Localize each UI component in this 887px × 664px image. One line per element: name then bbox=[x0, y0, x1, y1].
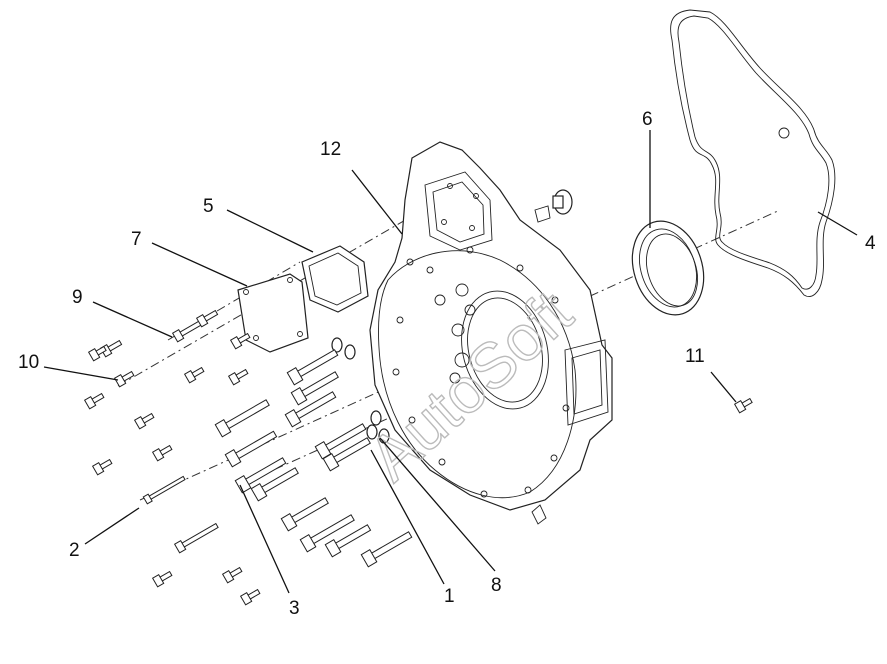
bolt bbox=[324, 524, 372, 558]
bolt bbox=[284, 391, 337, 428]
oil-seal-part-6 bbox=[631, 220, 705, 316]
bolt bbox=[195, 309, 219, 328]
bolt bbox=[214, 399, 270, 438]
flywheel-housing bbox=[369, 141, 613, 525]
callout-3: 3 bbox=[289, 598, 300, 619]
bolt bbox=[299, 514, 355, 553]
bolt bbox=[113, 370, 135, 388]
bolt bbox=[280, 497, 329, 532]
bolt bbox=[142, 475, 186, 505]
bolt bbox=[360, 531, 413, 568]
callout-5: 5 bbox=[203, 196, 214, 217]
gasket-part-5 bbox=[301, 245, 369, 313]
callout-7: 7 bbox=[131, 229, 142, 250]
bolt bbox=[229, 332, 251, 350]
callout-8: 8 bbox=[491, 575, 502, 596]
bolt bbox=[151, 444, 173, 462]
bolt bbox=[227, 368, 249, 386]
bolt bbox=[173, 522, 219, 554]
bolt bbox=[91, 458, 113, 476]
plug-fitting bbox=[534, 189, 573, 223]
bolt bbox=[87, 345, 107, 362]
bolt bbox=[151, 570, 173, 588]
bolt bbox=[171, 318, 205, 343]
bolt bbox=[733, 397, 753, 414]
callout-4: 4 bbox=[865, 233, 876, 254]
washers-part-8 bbox=[331, 337, 390, 444]
bolt bbox=[322, 437, 371, 472]
bolt bbox=[221, 566, 243, 584]
cover-plate-part-7 bbox=[237, 273, 309, 353]
bolt bbox=[314, 423, 367, 460]
bolt bbox=[234, 457, 287, 494]
bolt bbox=[239, 588, 261, 606]
callout-12: 12 bbox=[320, 139, 341, 160]
callout-2: 2 bbox=[69, 540, 80, 561]
bolt bbox=[133, 412, 155, 430]
callout-labels: 12 5 7 9 10 2 3 1 8 6 4 11 bbox=[18, 109, 876, 619]
bolt bbox=[83, 392, 105, 410]
callout-11: 11 bbox=[685, 346, 705, 367]
callout-9: 9 bbox=[72, 287, 83, 308]
bolt-set bbox=[83, 309, 753, 606]
cover-gasket-part-4 bbox=[670, 9, 836, 297]
bolt bbox=[290, 371, 339, 406]
bolt bbox=[224, 430, 278, 468]
bolt bbox=[183, 366, 205, 384]
bolt bbox=[250, 467, 299, 502]
callout-6: 6 bbox=[642, 109, 653, 130]
callout-10: 10 bbox=[18, 352, 39, 373]
leader-lines bbox=[43, 130, 858, 594]
bolt bbox=[286, 349, 339, 386]
callout-1: 1 bbox=[444, 586, 455, 607]
